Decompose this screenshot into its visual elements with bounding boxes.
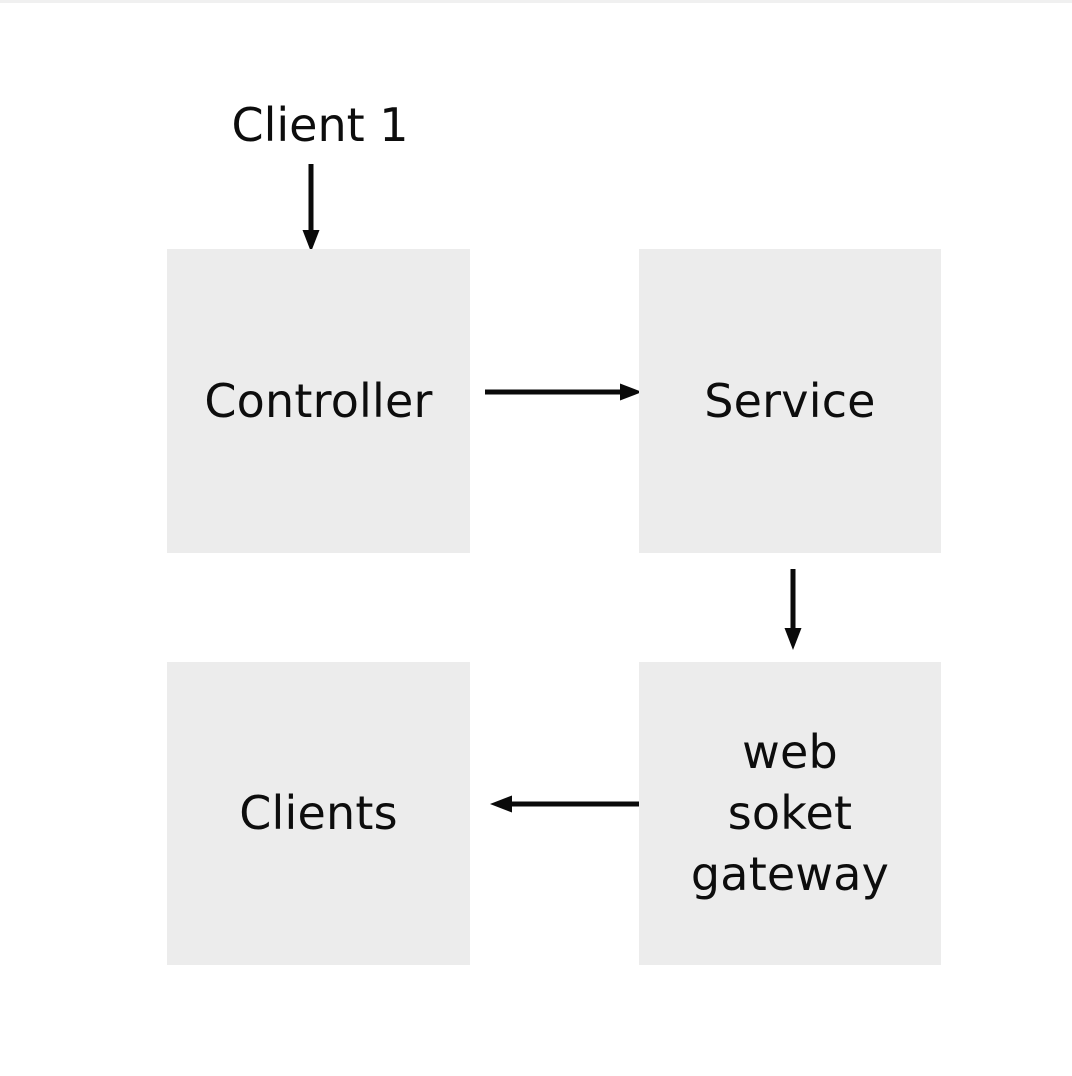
- node-controller-label: Controller: [204, 373, 433, 428]
- node-web-soket-gateway[interactable]: web soket gateway: [639, 662, 941, 965]
- node-controller[interactable]: Controller: [167, 249, 470, 553]
- client-1-label: Client 1: [231, 98, 409, 152]
- node-service[interactable]: Service: [639, 249, 941, 553]
- top-divider-rule: [0, 0, 1072, 3]
- node-clients[interactable]: Clients: [167, 662, 470, 965]
- arrow-client1-to-controller-icon: [302, 164, 320, 252]
- node-web-soket-gateway-label: web soket gateway: [690, 725, 890, 901]
- arrow-service-to-gateway-icon: [784, 569, 802, 650]
- arrow-controller-to-service-icon: [485, 383, 642, 401]
- node-clients-label: Clients: [239, 786, 398, 841]
- arrow-gateway-to-clients-icon: [490, 795, 643, 813]
- node-service-label: Service: [704, 373, 876, 428]
